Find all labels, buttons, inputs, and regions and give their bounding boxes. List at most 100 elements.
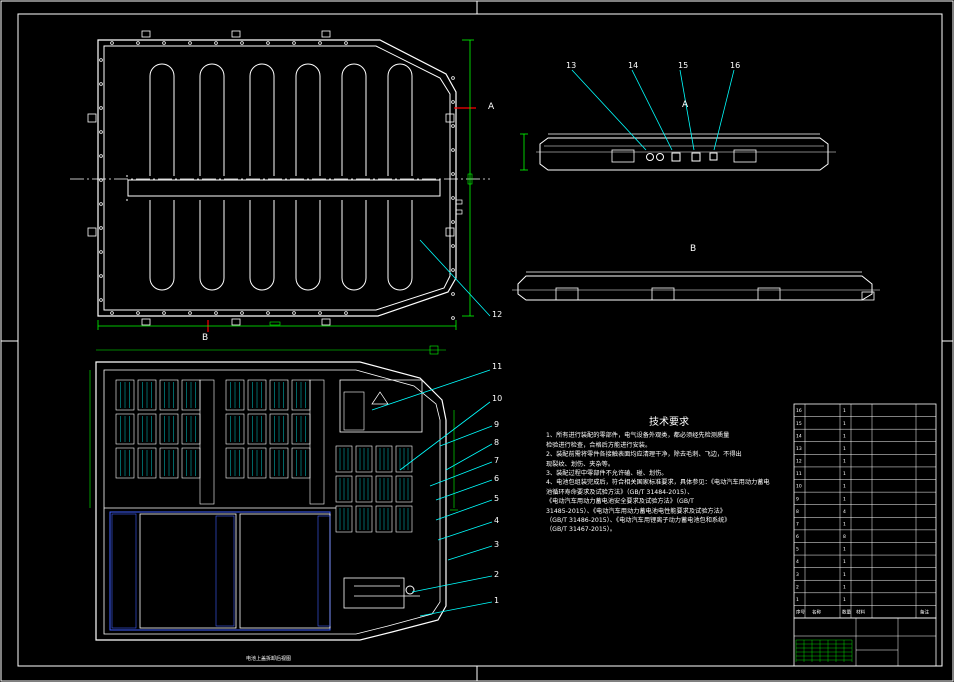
battery-module: [159, 413, 179, 445]
bottom-view-caption: 电池上盖拆卸后视图: [246, 656, 292, 662]
battery-module: [335, 445, 353, 473]
battery-module: [247, 447, 267, 479]
callout-14: 14: [628, 61, 639, 70]
flange-hole: [99, 130, 103, 134]
mount-tab: [87, 227, 97, 237]
part-quantity: 1: [843, 547, 846, 553]
flange-hole: [214, 311, 218, 315]
bottom-view-internal: [89, 345, 493, 641]
tech-req-line: 《电动汽车用动力蓄电池安全要求及试验方法》（GB/T: [546, 498, 694, 506]
battery-module: [269, 447, 289, 479]
leader-line: [437, 521, 493, 541]
flange-hole: [214, 41, 218, 45]
part-quantity: 1: [843, 421, 846, 427]
callout-15: 15: [678, 61, 689, 70]
callout-12: 12: [492, 310, 503, 319]
callout-4: 4: [494, 516, 500, 525]
parts-header-material: 材料: [856, 609, 865, 616]
battery-module: [115, 379, 135, 411]
flange-hole: [266, 41, 270, 45]
parts-header-qty: 数量: [842, 609, 851, 616]
part-quantity: 1: [843, 584, 846, 590]
part-quantity: 1: [843, 521, 846, 527]
battery-module: [225, 447, 245, 479]
battery-module: [159, 379, 179, 411]
part-number: 2: [796, 584, 799, 590]
part-quantity: 1: [843, 408, 846, 414]
mount-tab: [445, 113, 455, 123]
flange-hole: [451, 316, 455, 320]
flange-hole: [188, 41, 192, 45]
drawing-frame: [17, 13, 943, 667]
leader-line: [435, 499, 493, 521]
leader-line: [445, 443, 493, 471]
callout-5: 5: [494, 494, 500, 503]
battery-module: [355, 445, 373, 473]
rib-lower: [149, 200, 175, 291]
tech-req-line: 2、装配前需将零件各接触表面均应清理干净，除去毛刺、飞边，不得出: [546, 451, 742, 459]
battery-module: [115, 447, 135, 479]
mount-tab: [321, 318, 331, 326]
battery-module: [395, 475, 413, 503]
tech-req-line: 31485-2015）、《电动汽车用动力蓄电池电性能要求及试验方法》: [546, 507, 726, 515]
mount-tab: [231, 318, 241, 326]
flange-hole: [162, 311, 166, 315]
battery-module: [159, 447, 179, 479]
part-number: 8: [796, 509, 799, 515]
flange-hole: [451, 148, 455, 152]
flange-hole: [451, 244, 455, 248]
battery-module: [269, 379, 289, 411]
tech-req-line: （GB/T 31486-2015）、《电动汽车用锂离子动力蓄电池包和系统》: [546, 517, 731, 525]
leader-line: [447, 545, 493, 561]
part-number: 9: [796, 496, 799, 502]
part-quantity: 1: [843, 484, 846, 490]
flange-hole: [292, 311, 296, 315]
part-number: 6: [796, 534, 799, 540]
part-number: 12: [796, 459, 802, 465]
flange-hole: [344, 311, 348, 315]
battery-module: [269, 413, 289, 445]
rib-upper: [341, 63, 367, 176]
battery-module: [137, 447, 157, 479]
flange-hole: [136, 41, 140, 45]
battery-module: [137, 379, 157, 411]
flange-hole: [99, 250, 103, 254]
battery-module: [225, 379, 245, 411]
battery-module: [375, 445, 393, 473]
mount-tab: [321, 30, 331, 38]
callout-7: 7: [494, 456, 500, 465]
battery-module: [335, 475, 353, 503]
battery-module: [355, 475, 373, 503]
flange-hole: [292, 41, 296, 45]
side-view-a: [520, 69, 836, 171]
technical-requirements: 技术要求 1、所有进行装配的零部件，电气设备外观类，都必须经先检测质量检验进行检…: [546, 417, 782, 535]
callout-1: 1: [494, 596, 500, 605]
view-label-b: B: [690, 244, 697, 254]
rib-lower: [341, 200, 367, 291]
battery-module: [395, 505, 413, 533]
mount-tab: [445, 227, 455, 237]
leader-line: [429, 461, 493, 487]
flange-hole: [136, 311, 140, 315]
rib-upper: [295, 63, 321, 176]
part-quantity: 1: [843, 433, 846, 439]
flange-hole: [99, 274, 103, 278]
part-quantity: 1: [843, 559, 846, 565]
rib-upper: [199, 63, 225, 176]
mount-tab: [141, 318, 151, 326]
flange-hole: [318, 41, 322, 45]
view-label-a: A: [682, 100, 689, 110]
part-number: 7: [796, 521, 799, 527]
callout-9: 9: [494, 420, 500, 429]
part-number: 3: [796, 572, 799, 578]
battery-module: [375, 475, 393, 503]
part-number: 5: [796, 547, 799, 553]
section-label-a-top: A: [488, 102, 495, 112]
rib-upper: [149, 63, 175, 176]
flange-hole: [451, 220, 455, 224]
flange-hole: [451, 172, 455, 176]
rib-lower: [249, 200, 275, 291]
flange-hole: [188, 311, 192, 315]
parts-header-remark: 备注: [920, 609, 929, 616]
leader-line: [419, 601, 493, 617]
